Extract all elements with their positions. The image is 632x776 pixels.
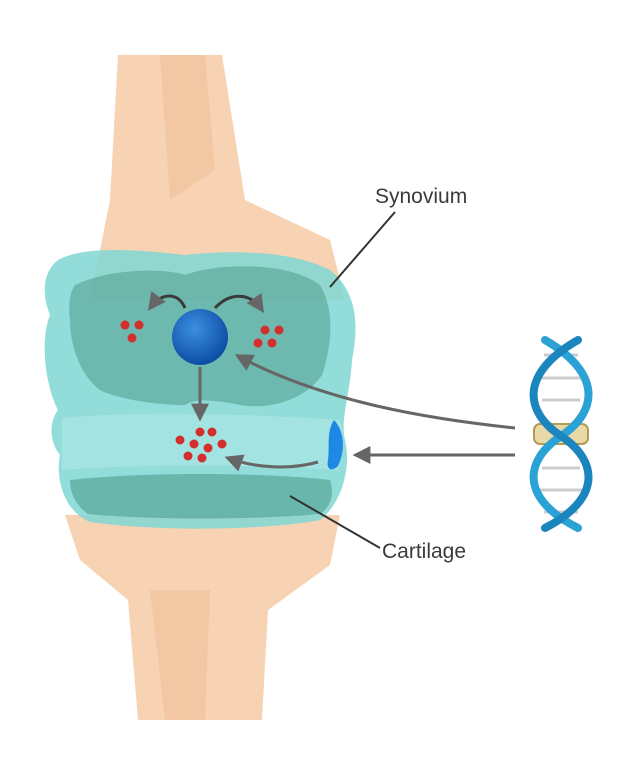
cell-icon (172, 309, 228, 365)
tibia-bone (65, 515, 340, 720)
synovium-leader-line (330, 212, 395, 287)
cartilage-label: Cartilage (382, 540, 466, 563)
dna-icon (534, 340, 589, 528)
cartilage-layer (70, 474, 332, 519)
synovium-label: Synovium (375, 185, 467, 208)
